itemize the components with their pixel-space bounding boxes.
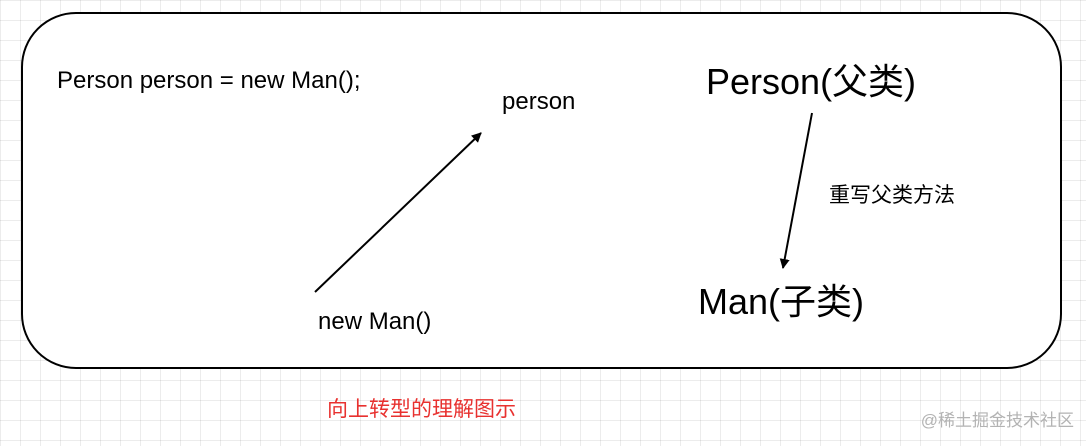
reference-variable-label: person [502,88,576,115]
parent-class-label: Person(父类) [706,61,917,102]
override-note: 重写父类方法 [829,184,955,207]
code-line: Person person = new Man(); [57,67,361,94]
diagram-caption: 向上转型的理解图示 [327,398,516,421]
child-class-label: Man(子类) [698,281,865,322]
instance-label: new Man() [318,308,432,335]
diagram-frame [21,12,1062,369]
watermark: @稀土掘金技术社区 [920,411,1074,430]
